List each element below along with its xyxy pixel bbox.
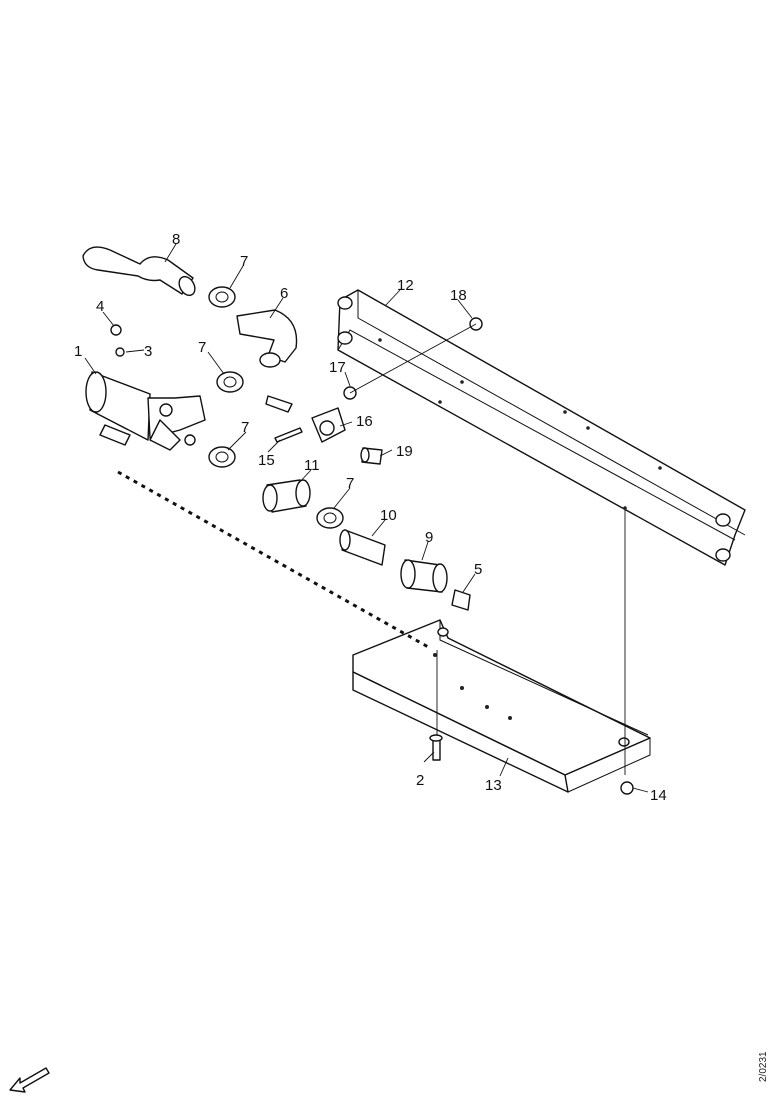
hose-clamp-upper: [208, 286, 236, 308]
bracket-16: [265, 395, 346, 443]
label-4: 4: [96, 298, 104, 315]
label-6: 6: [280, 285, 288, 302]
label-12: 12: [397, 277, 414, 294]
label-3: 3: [144, 343, 152, 360]
washer-3: [115, 347, 125, 357]
bolt-15: [274, 427, 303, 443]
elbow-hose-6: [236, 309, 298, 368]
reference-code: 2/0231: [758, 1051, 769, 1082]
alignment-dashed-line: [117, 470, 431, 650]
label-7c: 7: [241, 419, 249, 436]
hose-11: [262, 479, 311, 513]
hose-clamp-lower: [208, 446, 236, 468]
bolt-2: [429, 734, 443, 761]
direction-arrow-icon: [9, 1067, 50, 1093]
label-5: 5: [474, 561, 482, 578]
label-18: 18: [450, 287, 467, 304]
tube-5: [451, 589, 471, 611]
lower-tray: [352, 619, 651, 793]
label-10: 10: [380, 507, 397, 524]
part-labels: 1 2 3 4 5 6 7 7 7 7 8 9 10 11 12 13 14 1…: [74, 231, 667, 804]
nut-4: [110, 324, 122, 336]
pump-1: [85, 371, 206, 451]
hose-clamp-middle: [216, 371, 244, 393]
label-16: 16: [356, 413, 373, 430]
upper-rail: [337, 289, 746, 566]
leader-lines: [84, 243, 649, 793]
label-1: 1: [74, 343, 82, 360]
label-14: 14: [650, 787, 667, 804]
nut-14: [620, 781, 634, 795]
label-8: 8: [172, 231, 180, 248]
label-7b: 7: [198, 339, 206, 356]
label-15: 15: [258, 452, 275, 469]
label-7d: 7: [346, 475, 354, 492]
label-11: 11: [304, 457, 320, 474]
label-17: 17: [329, 359, 346, 376]
sleeve-19: [360, 447, 383, 465]
hose-clamp-right: [316, 507, 344, 529]
label-9: 9: [425, 529, 433, 546]
label-7a: 7: [240, 253, 248, 270]
label-19: 19: [396, 443, 413, 460]
hose-8: [82, 246, 196, 297]
label-2: 2: [416, 772, 424, 789]
grommet-9: [400, 559, 448, 593]
tube-10: [339, 529, 386, 566]
label-13: 13: [485, 777, 502, 794]
